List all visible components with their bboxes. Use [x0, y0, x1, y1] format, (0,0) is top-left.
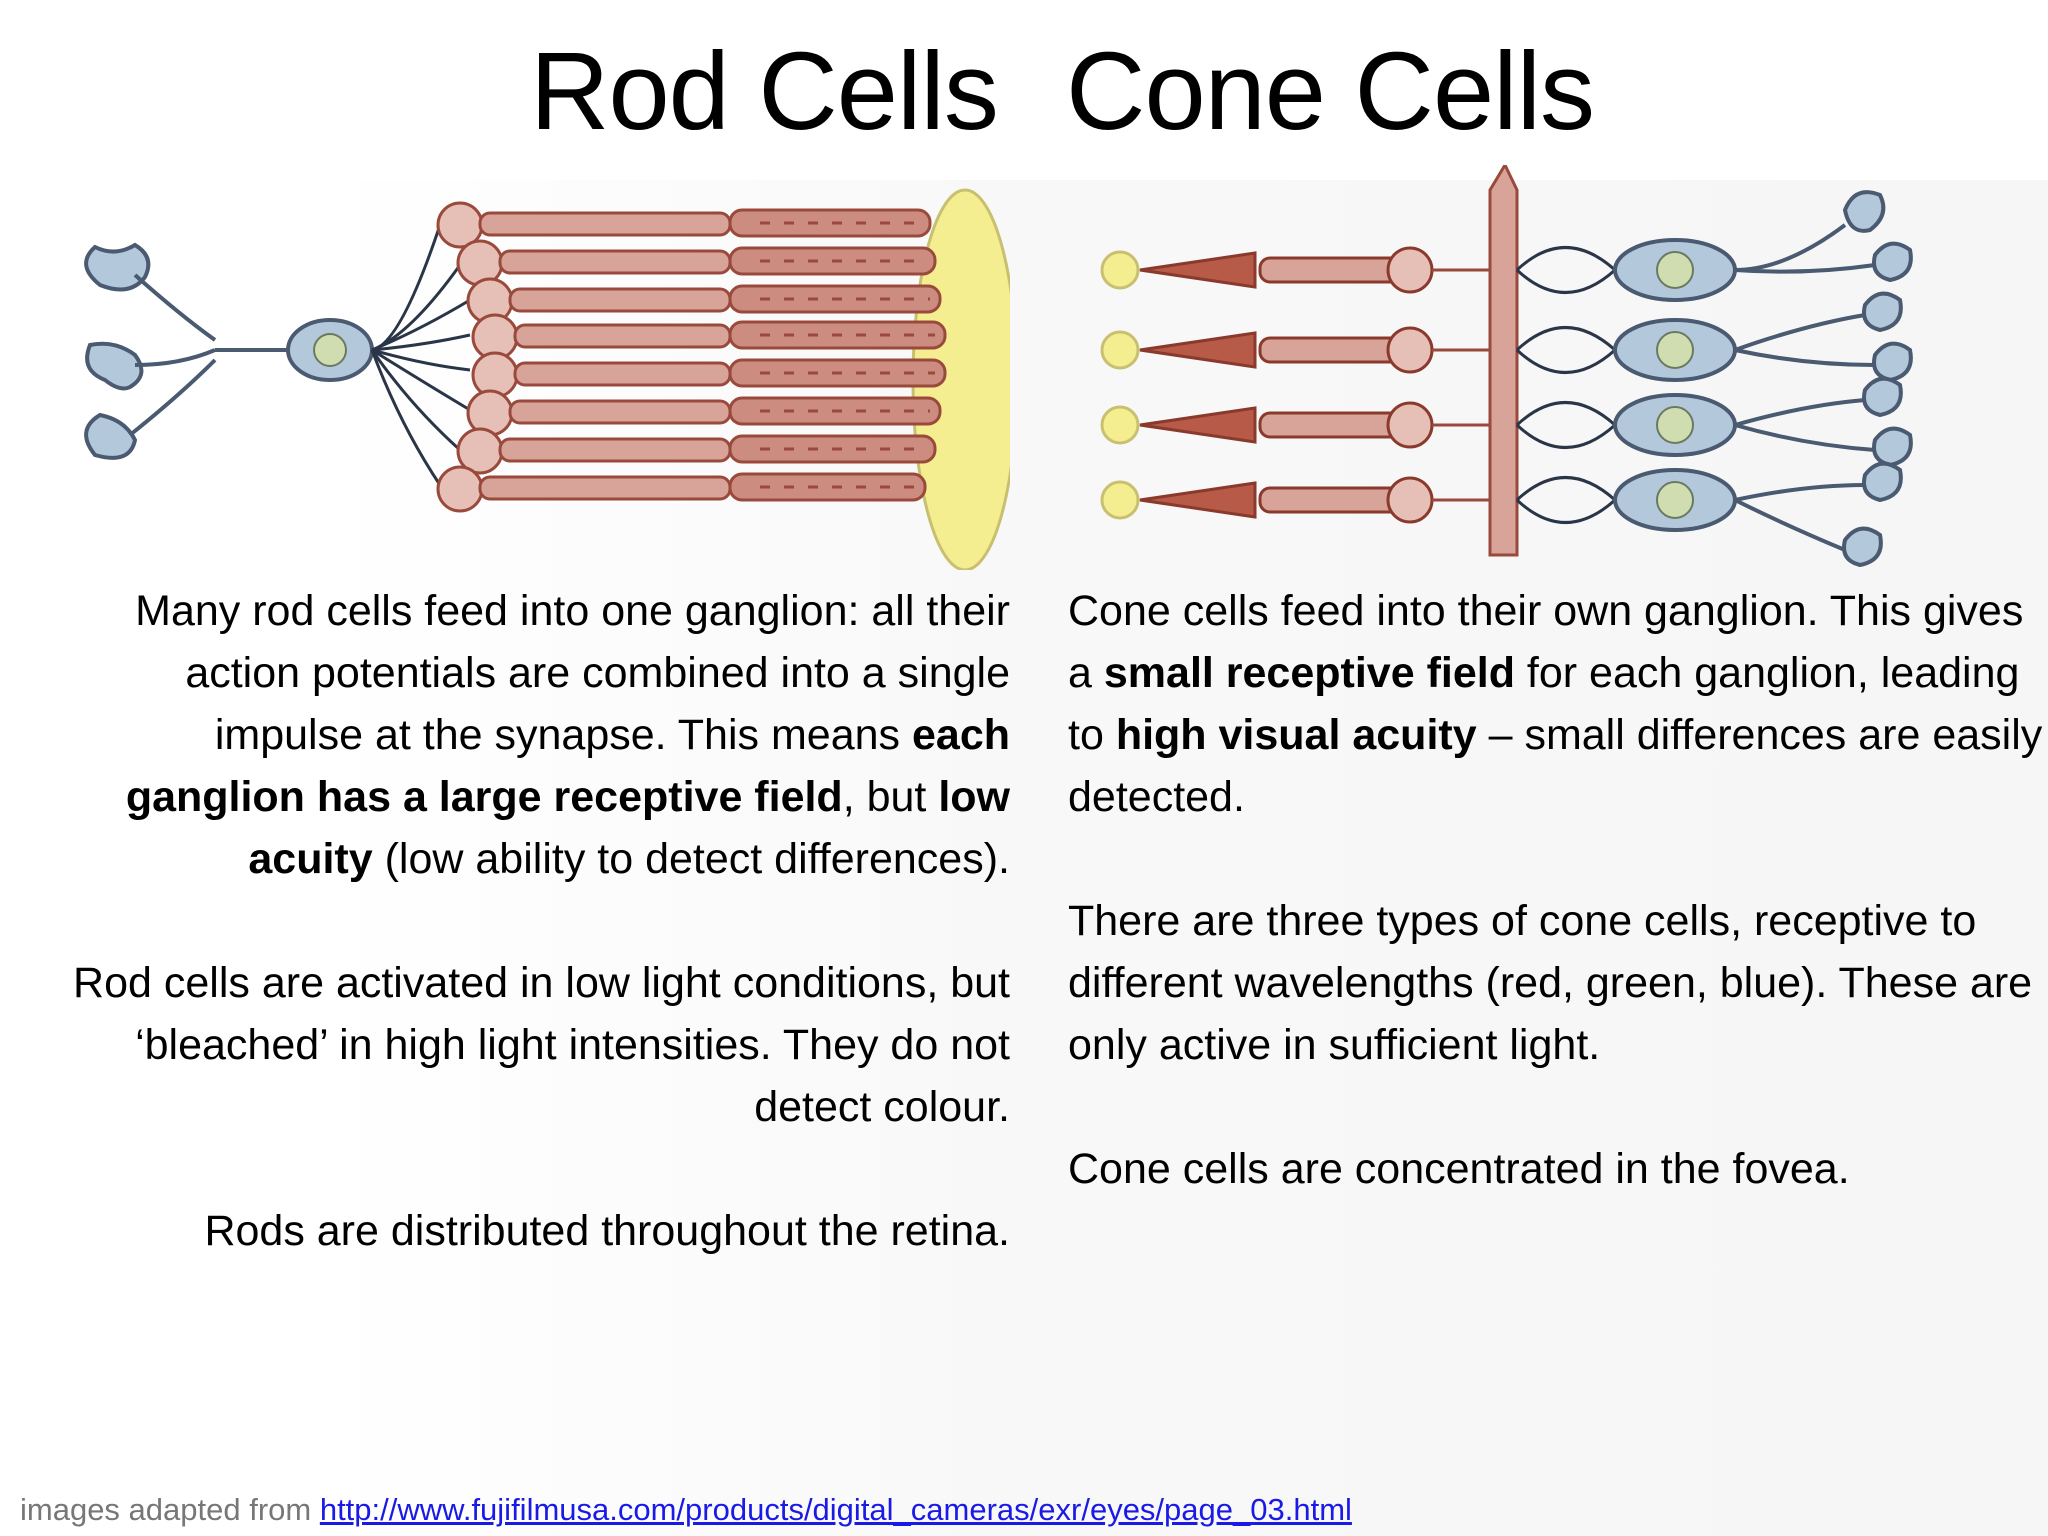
- rod-ganglion-dendrites: [84, 242, 290, 460]
- cone-ganglion-nuclei: [1656, 251, 1694, 519]
- cone-p1-text-c: for each ganglion, leading to: [1068, 649, 2020, 759]
- cone-p1-text-d: – small differences are easily detected.: [1068, 711, 2043, 821]
- image-credit-prefix: images adapted from: [20, 1492, 320, 1527]
- rod-p1-bold-large-field: each ganglion has a large receptive fiel…: [125, 711, 1010, 821]
- rod-description: Many rod cells feed into one ganglion: a…: [40, 580, 1010, 1262]
- cone-paragraph-wavelengths: There are three types of cone cells, rec…: [1068, 897, 2033, 1069]
- image-credit: images adapted from http://www.fujifilmu…: [20, 1490, 1352, 1530]
- rod-converging-axons: [370, 224, 471, 486]
- rod-paragraph-distribution: Rods are distributed throughout the reti…: [204, 1207, 1010, 1255]
- cone-paragraph-distribution: Cone cells are concentrated in the fovea…: [1068, 1145, 1850, 1193]
- rod-cells: [436, 201, 947, 513]
- rod-p1-text-a: Many rod cells feed into one ganglion: a…: [135, 587, 1010, 759]
- cone-synapse-column: [1432, 165, 1519, 557]
- rod-cell-markings: [760, 221, 935, 489]
- title-rod-cells: Rod Cells: [530, 30, 999, 153]
- cone-p1-text-a: Cone cells feed into their own ganglion.…: [1068, 587, 2024, 697]
- rod-p1-text-c: , but: [842, 773, 939, 821]
- rod-paragraph-light: Rod cells are activated in low light con…: [73, 959, 1010, 1131]
- rod-paragraph-receptive-field: Many rod cells feed into one ganglion: a…: [40, 580, 1010, 890]
- cone-description: Cone cells feed into their own ganglion.…: [1068, 580, 2043, 1200]
- cone-paragraph-receptive-field: Cone cells feed into their own ganglion.…: [1068, 580, 2043, 828]
- title-cone-cells: Cone Cells: [1066, 30, 1595, 153]
- rod-p1-text-d: (low ability to detect differences).: [372, 835, 1010, 883]
- cone-pigment-dots: [1100, 250, 1140, 520]
- image-source-link[interactable]: http://www.fujifilmusa.com/products/digi…: [319, 1492, 1352, 1527]
- cone-cells: [1139, 246, 1434, 524]
- cone-p1-bold-small-field: small receptive field: [1103, 649, 1515, 697]
- cone-ganglion-dendrites: [1734, 190, 1913, 568]
- rod-p1-bold-low-acuity: low acuity: [248, 773, 1010, 883]
- rod-cells-diagram: [84, 188, 1010, 570]
- cone-cells-diagram: [1100, 165, 1913, 568]
- cone-bipolar-links: [1515, 246, 1617, 524]
- cone-p1-bold-high-acuity: high visual acuity: [1115, 711, 1477, 759]
